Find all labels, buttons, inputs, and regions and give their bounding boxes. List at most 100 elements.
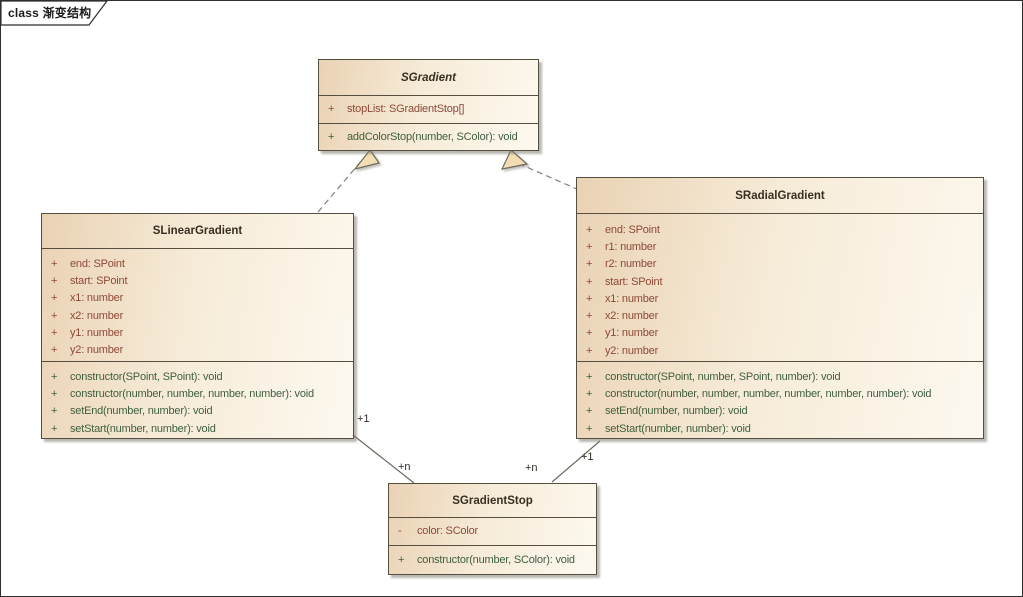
- multiplicity-label: +n: [398, 461, 411, 473]
- attribute-row: + start: SPoint: [42, 272, 353, 289]
- visibility-marker: +: [51, 344, 58, 357]
- attribute-text: x1: number: [70, 292, 124, 305]
- attribute-text: start: SPoint: [605, 275, 663, 288]
- attribute-row: + y1: number: [577, 325, 983, 342]
- inheritance-arrowhead-left: [353, 148, 380, 171]
- attributes-compartment: + end: SPoint + start: SPoint + x1: numb…: [42, 248, 353, 361]
- method-text: setStart(number, number): void: [70, 422, 216, 435]
- visibility-marker: +: [586, 327, 593, 340]
- attribute-text: x2: number: [70, 309, 124, 322]
- visibility-marker: +: [586, 223, 593, 236]
- visibility-marker: +: [586, 405, 593, 418]
- method-row: + addColorStop(number, SColor): void: [319, 128, 518, 145]
- attribute-text: color: SColor: [417, 525, 478, 538]
- attributes-compartment: - color: SColor: [389, 517, 596, 545]
- method-row: + constructor(SPoint, SPoint): void: [42, 368, 353, 385]
- methods-compartment: + addColorStop(number, SColor): void: [319, 123, 538, 150]
- visibility-marker: +: [586, 292, 593, 305]
- method-text: constructor(number, number, number, numb…: [605, 387, 932, 400]
- attribute-row: + y2: number: [42, 341, 353, 358]
- visibility-marker: +: [586, 275, 593, 288]
- realization-line-radial-to-sgradient[interactable]: [521, 164, 580, 191]
- attribute-text: y2: number: [605, 344, 659, 357]
- attribute-row: + end: SPoint: [42, 255, 353, 272]
- attribute-text: end: SPoint: [70, 257, 125, 270]
- attribute-row: + x1: number: [42, 290, 353, 307]
- frame-label: class 渐变结构: [8, 6, 92, 20]
- method-row: + constructor(number, number, number, nu…: [577, 385, 983, 402]
- method-text: addColorStop(number, SColor): void: [347, 130, 518, 143]
- class-title[interactable]: SRadialGradient: [735, 189, 825, 202]
- attribute-row: + x2: number: [577, 307, 983, 324]
- visibility-marker: +: [51, 309, 58, 322]
- association-line-radial-to-stop[interactable]: [551, 440, 601, 483]
- attribute-text: y1: number: [70, 326, 124, 339]
- attribute-row: + y1: number: [42, 324, 353, 341]
- visibility-marker: +: [586, 240, 593, 253]
- multiplicity-label: +1: [581, 451, 594, 463]
- attribute-text: x2: number: [605, 310, 659, 323]
- class-title[interactable]: SGradient: [401, 71, 456, 84]
- methods-compartment: + constructor(number, SColor): void: [389, 545, 596, 574]
- method-row: + setEnd(number, number): void: [577, 403, 983, 420]
- method-text: constructor(number, SColor): void: [417, 553, 575, 566]
- visibility-marker: +: [328, 130, 335, 143]
- class-slineargradient[interactable]: SLinearGradient + end: SPoint + start: S…: [41, 213, 354, 439]
- method-text: constructor(SPoint, number, SPoint, numb…: [605, 370, 841, 383]
- visibility-marker: -: [398, 525, 402, 538]
- attributes-compartment: + stopList: SGradientStop[]: [319, 95, 538, 123]
- visibility-marker: +: [51, 274, 58, 287]
- attribute-text: r2: number: [605, 258, 657, 271]
- method-text: constructor(number, number, number, numb…: [70, 387, 314, 400]
- multiplicity-label: +1: [357, 413, 370, 425]
- attribute-row: + stopList: SGradientStop[]: [319, 101, 464, 118]
- visibility-marker: +: [51, 292, 58, 305]
- attribute-text: x1: number: [605, 292, 659, 305]
- attribute-row: + end: SPoint: [577, 221, 983, 238]
- method-row: + setEnd(number, number): void: [42, 403, 353, 420]
- method-text: setStart(number, number): void: [605, 422, 751, 435]
- class-sgradient[interactable]: SGradient + stopList: SGradientStop[] + …: [318, 59, 539, 151]
- attribute-row: - color: SColor: [389, 523, 478, 540]
- class-sgradientstop[interactable]: SGradientStop - color: SColor + construc…: [388, 483, 597, 575]
- attribute-text: r1: number: [605, 240, 657, 253]
- visibility-marker: +: [328, 103, 335, 116]
- multiplicity-label: +n: [525, 462, 538, 474]
- visibility-marker: +: [586, 310, 593, 323]
- attribute-row: + r2: number: [577, 256, 983, 273]
- attributes-compartment: + end: SPoint + r1: number + r2: number …: [577, 213, 983, 361]
- attribute-row: + x2: number: [42, 307, 353, 324]
- method-row: + constructor(number, SColor): void: [389, 551, 575, 568]
- method-text: setEnd(number, number): void: [605, 405, 748, 418]
- realization-line-linear-to-sgradient[interactable]: [317, 158, 364, 213]
- attribute-row: + start: SPoint: [577, 273, 983, 290]
- method-text: constructor(SPoint, SPoint): void: [70, 370, 223, 383]
- method-row: + constructor(number, number, number, nu…: [42, 385, 353, 402]
- class-sradialgradient[interactable]: SRadialGradient + end: SPoint + r1: numb…: [576, 177, 984, 439]
- class-title[interactable]: SGradientStop: [452, 494, 533, 507]
- attribute-text: y1: number: [605, 327, 659, 340]
- visibility-marker: +: [398, 553, 405, 566]
- methods-compartment: + constructor(SPoint, number, SPoint, nu…: [577, 361, 983, 438]
- class-title[interactable]: SLinearGradient: [152, 225, 243, 237]
- visibility-marker: +: [586, 387, 593, 400]
- frame-tab-shape: [1, 1, 108, 26]
- method-row: + constructor(SPoint, number, SPoint, nu…: [577, 368, 983, 385]
- visibility-marker: +: [51, 405, 58, 418]
- attribute-text: end: SPoint: [605, 223, 660, 236]
- inheritance-arrowhead-right: [500, 149, 529, 170]
- attribute-row: + x1: number: [577, 290, 983, 307]
- visibility-marker: +: [51, 422, 58, 435]
- method-row: + setStart(number, number): void: [42, 420, 353, 437]
- visibility-marker: +: [51, 387, 58, 400]
- visibility-marker: +: [586, 370, 593, 383]
- methods-compartment: + constructor(SPoint, SPoint): void + co…: [42, 361, 353, 438]
- visibility-marker: +: [586, 258, 593, 271]
- association-line-linear-to-stop[interactable]: [352, 434, 415, 484]
- attribute-row: + y2: number: [577, 342, 983, 359]
- attribute-text: stopList: SGradientStop[]: [347, 103, 465, 116]
- visibility-marker: +: [51, 370, 58, 383]
- attribute-text: y2: number: [70, 344, 124, 357]
- frame-label-tab: class 渐变结构: [1, 1, 121, 26]
